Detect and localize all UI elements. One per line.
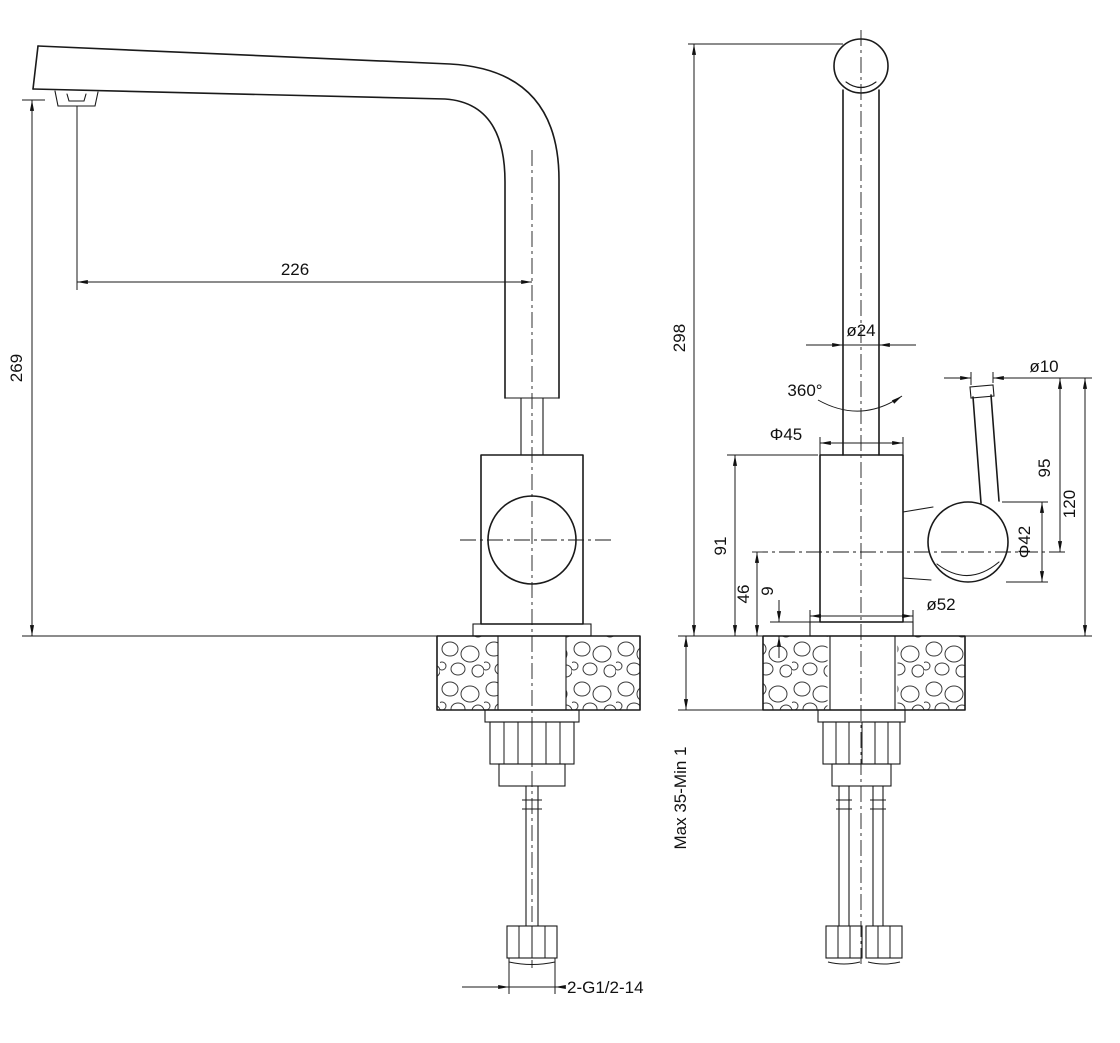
dimension-pipe-diameter: ø24	[806, 321, 916, 348]
handle-assembly	[902, 384, 1009, 583]
dimension-mounting-range: Max 35-Min 1	[671, 636, 763, 849]
right-centerlines	[752, 30, 1068, 968]
dimension-spout-height: 269	[7, 99, 473, 637]
dimension-rod-height: 95	[1035, 378, 1063, 552]
flange-height-label: 9	[758, 586, 777, 595]
rod-height-label: 95	[1035, 459, 1054, 478]
dimension-joint-diameter: Φ42	[1002, 501, 1048, 583]
mounting-hardware-right	[817, 709, 906, 965]
faucet-body-side	[472, 397, 592, 637]
countertop-section-right	[762, 635, 966, 711]
dimension-thread-spec: 2-G1/2-14	[462, 958, 644, 997]
left-centerlines	[460, 150, 612, 968]
left-view: 226 269 2-G1/2-14	[7, 45, 644, 997]
riser-pipe	[833, 38, 889, 456]
mounting-range-label: Max 35-Min 1	[671, 747, 690, 850]
body-height-label: 91	[711, 537, 730, 556]
spout-outline	[32, 45, 560, 399]
joint-center-height-label: 46	[734, 585, 753, 604]
annotation-swivel: 360°	[787, 381, 903, 412]
dimension-base-diameter: ø52	[809, 595, 956, 622]
right-view: 298 ø24 360° Φ45 ø10	[670, 30, 1092, 968]
spout-height-label: 269	[7, 354, 26, 382]
dimension-total-height: 298	[670, 43, 843, 637]
handle-height-label: 120	[1060, 490, 1079, 518]
dimension-handle-rod-diameter: ø10	[944, 357, 1092, 385]
swivel-angle-label: 360°	[787, 381, 822, 400]
spout-reach-label: 226	[281, 260, 309, 279]
pipe-diameter-label: ø24	[846, 321, 875, 340]
dimension-body-diameter: Φ45	[770, 425, 904, 455]
dimension-spout-reach: 226	[76, 106, 532, 290]
dimension-joint-center-height: 46	[734, 552, 760, 636]
total-height-label: 298	[670, 324, 689, 352]
dimension-body-height: 91	[711, 454, 818, 636]
dimension-handle-height: 120	[965, 378, 1092, 637]
mounting-hardware-left	[484, 709, 580, 965]
base-diameter-label: ø52	[926, 595, 955, 614]
body-diameter-label: Φ45	[770, 425, 802, 444]
thread-spec-label: 2-G1/2-14	[567, 978, 644, 997]
faucet-body-front	[809, 454, 914, 637]
dimension-flange-height: 9	[758, 586, 810, 658]
handle-rod-diameter-label: ø10	[1029, 357, 1058, 376]
joint-diameter-label: Φ42	[1015, 526, 1034, 558]
aerator-detail	[54, 90, 99, 107]
countertop-section-left	[436, 635, 641, 711]
